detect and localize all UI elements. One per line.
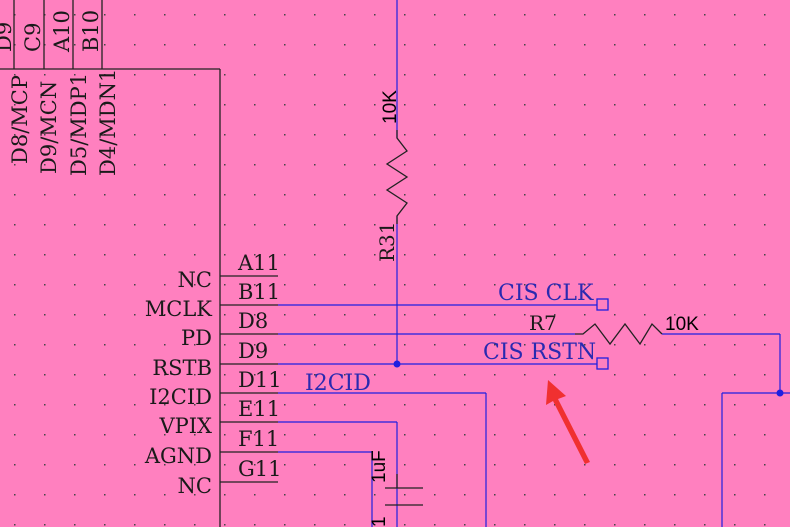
net-label-i2cid: I2CID	[305, 371, 371, 396]
chip-body	[0, 68, 221, 527]
pin-number-g11: G11	[238, 457, 282, 481]
junction-dot	[393, 360, 401, 368]
wires	[278, 0, 790, 527]
top-pin-number: A10	[50, 10, 74, 53]
top-pin-number: D9	[0, 22, 16, 52]
top-pin-name: D8/MCP	[8, 75, 32, 164]
pin-name-mclk: MCLK	[145, 297, 213, 321]
top-pins: D9 C9 A10 B10 D8/MCP D9/MCN D5/MDP1 D4/M…	[0, 0, 120, 176]
top-pin-number: C9	[21, 23, 45, 52]
resistor-r31: 10K R31	[375, 90, 409, 262]
pin-number-b11: B11	[238, 280, 280, 304]
net-label-cis-clk: CIS CLK	[498, 281, 594, 306]
top-pin-name: D5/MDP1	[67, 73, 91, 176]
port-cis-rstn	[596, 357, 609, 370]
port-cis-clk	[596, 298, 609, 311]
red-arrow-icon	[546, 380, 590, 464]
pin-number-e11: E11	[238, 397, 280, 421]
r7-value: 10K	[665, 314, 699, 335]
cap-value: 1uF	[369, 450, 390, 483]
r7-ref: R7	[529, 311, 557, 335]
pin-name-nc-2: NC	[178, 474, 212, 498]
r31-value: 10K	[380, 90, 401, 124]
pin-number-d9: D9	[238, 339, 268, 363]
top-pin-name: D9/MCN	[37, 81, 61, 174]
pin-number-a11: A11	[237, 251, 280, 275]
top-pin-name: D4/MDN1	[96, 69, 120, 176]
cap-ref: 1	[369, 516, 390, 527]
capacitor: 1uF 1	[369, 450, 423, 527]
pin-name-rstb: RSTB	[152, 356, 212, 380]
junction-dot	[776, 389, 784, 397]
net-label-cis-rstn: CIS RSTN	[483, 340, 596, 365]
pin-number-f11: F11	[238, 427, 279, 451]
pin-name-agnd: AGND	[144, 444, 212, 468]
pin-name-nc: NC	[178, 268, 212, 292]
r31-ref: R31	[375, 221, 399, 262]
top-pin-number: B10	[79, 10, 103, 52]
pin-name-i2cid: I2CID	[149, 385, 212, 409]
side-pins: NC MCLK PD RSTB I2CID VPIX AGND NC A11 B…	[144, 251, 282, 498]
pin-number-d11: D11	[238, 368, 282, 392]
pin-number-d8: D8	[238, 309, 268, 333]
pin-name-pd: PD	[181, 326, 212, 350]
resistor-r7: R7 10K	[529, 311, 699, 346]
pin-name-vpix: VPIX	[158, 414, 212, 438]
